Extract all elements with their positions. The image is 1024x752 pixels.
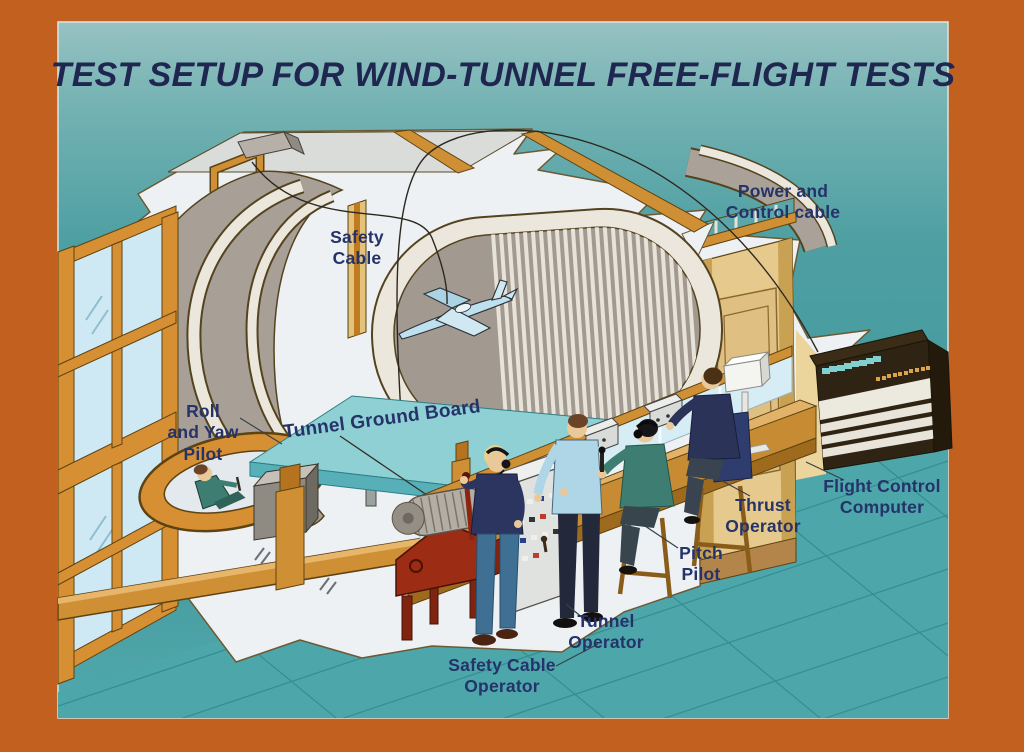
label-roll-yaw-pilot: Roll and Yaw Pilot bbox=[167, 401, 239, 464]
safety-cable-winch bbox=[391, 472, 513, 641]
test-section bbox=[370, 207, 723, 456]
bench-instrument-panels bbox=[579, 393, 683, 457]
flight-control-computer bbox=[809, 329, 953, 471]
thrust-operator-chair bbox=[691, 485, 753, 573]
safety-cable-line bbox=[251, 161, 448, 305]
pitch-pilot-figure bbox=[597, 419, 675, 599]
diagram-title: TEST SETUP FOR WIND-TUNNEL FREE-FLIGHT T… bbox=[50, 56, 956, 94]
power-control-cable-line bbox=[396, 129, 819, 433]
label-power-control-cable: Power and Control cable bbox=[725, 181, 841, 223]
support-column bbox=[347, 199, 367, 339]
label-tunnel-operator: Tunnel Operator bbox=[568, 611, 644, 653]
label-leader-lines bbox=[239, 417, 845, 667]
computer-indicator-lights bbox=[822, 356, 881, 374]
label-safety-cable: Safety Cable bbox=[330, 227, 384, 269]
label-safety-cable-operator: Safety Cable Operator bbox=[448, 655, 556, 697]
label-thrust-operator: Thrust Operator bbox=[725, 495, 801, 537]
tunnel-operator-figure bbox=[533, 414, 603, 628]
safety-cable-operator-figure bbox=[460, 445, 525, 646]
flow-vanes bbox=[490, 220, 702, 444]
roll-yaw-pilot-figure bbox=[193, 464, 246, 510]
hatch-marks bbox=[254, 547, 337, 595]
label-pitch-pilot: Pitch Pilot bbox=[679, 543, 723, 585]
computer-switches bbox=[876, 366, 930, 381]
observation-window-wall bbox=[57, 205, 179, 685]
thrust-operator-figure bbox=[666, 350, 771, 573]
tunnel-casing bbox=[684, 144, 838, 253]
aircraft-model bbox=[398, 279, 519, 340]
label-flight-control-computer: Flight Control Computer bbox=[823, 476, 941, 518]
